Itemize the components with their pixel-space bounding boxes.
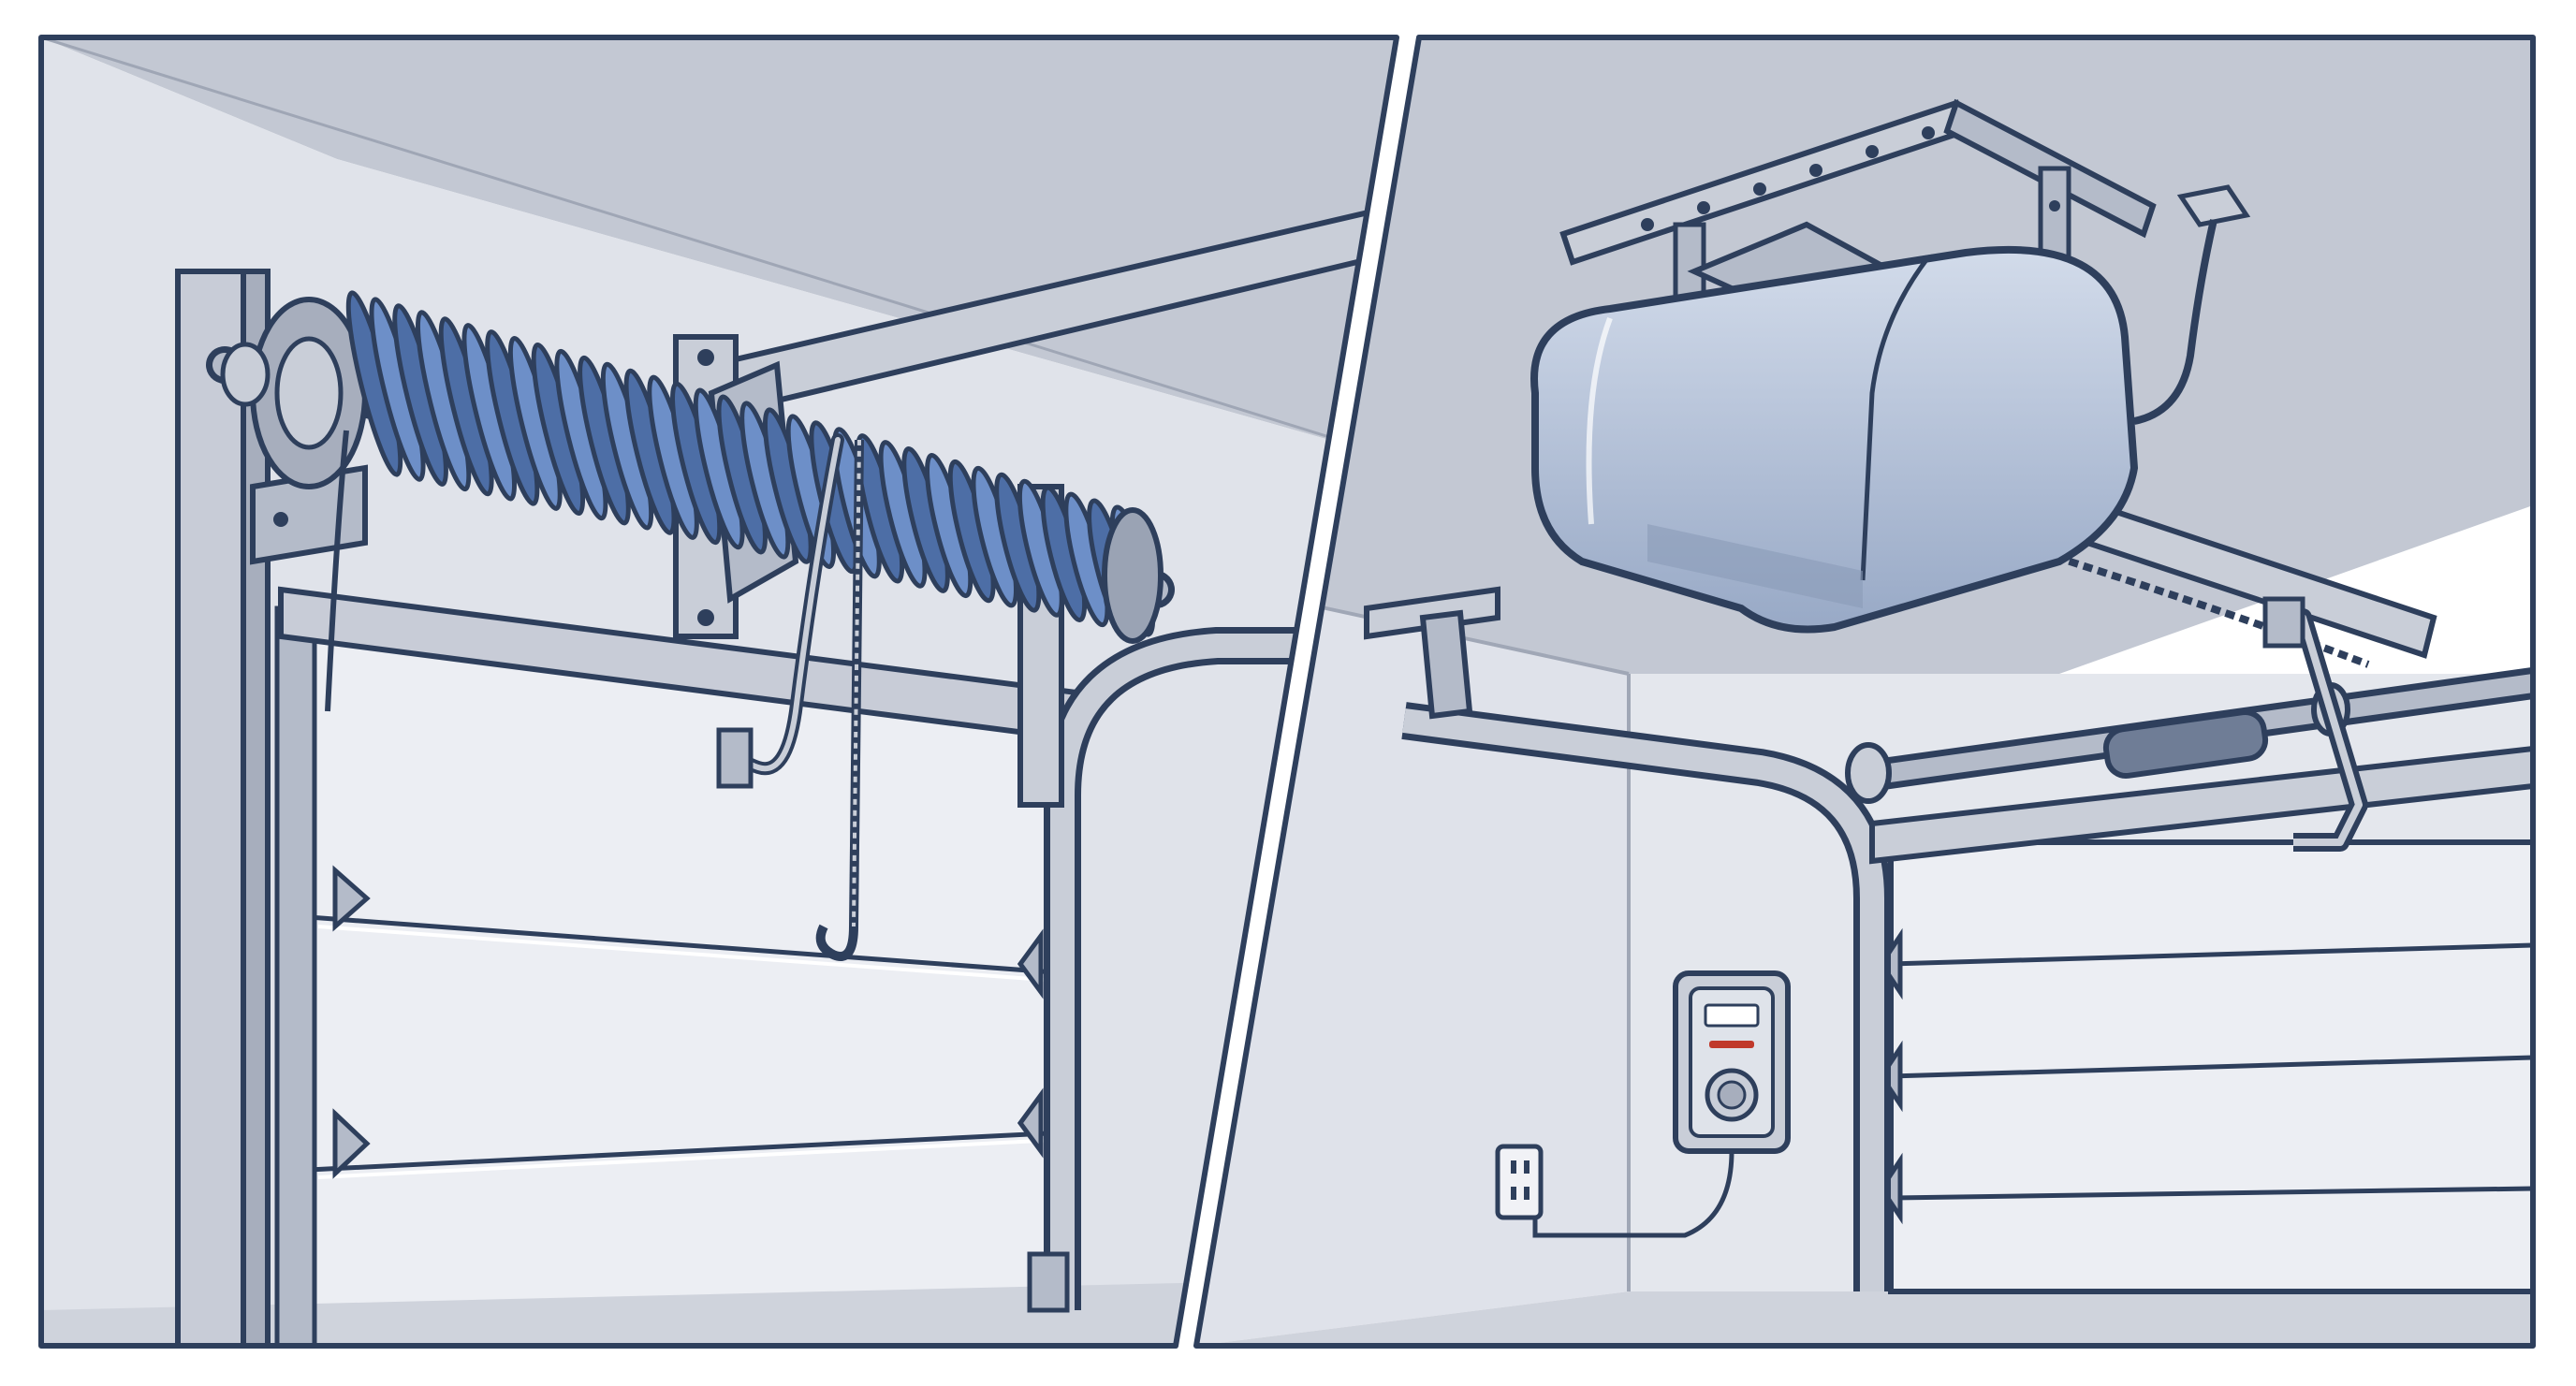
- right-panel-door-opener: [1196, 37, 2533, 1346]
- right-panel-frame: [1193, 35, 2536, 1349]
- ceiling: [41, 37, 1397, 440]
- header-rail: [1869, 745, 2533, 865]
- wall-bracket: [1364, 586, 1500, 720]
- pull-rope: [815, 439, 864, 961]
- cable-drum: [220, 297, 368, 489]
- ceiling-outlet: [2133, 184, 2251, 425]
- floor: [1196, 1291, 2533, 1346]
- torsion-spring: [345, 290, 1164, 644]
- lift-cable: [325, 430, 349, 712]
- floor: [41, 1282, 1217, 1346]
- spring-end-cone: [1102, 507, 1164, 644]
- wall-outlet: [1495, 1144, 1544, 1220]
- garage-door: [1878, 839, 2533, 1294]
- torsion-shaft: [1845, 667, 2533, 804]
- garage-door-opener-motor: [1530, 221, 2139, 634]
- wall-control-panel: [1532, 970, 1791, 1238]
- left-panel-frame: [38, 35, 1399, 1349]
- left-panel-torsion-spring: [41, 37, 1397, 1346]
- curved-track: [1401, 702, 1891, 1291]
- garage-door: [306, 605, 1070, 1313]
- opener-rail: [2027, 483, 2437, 852]
- spring-winding-hook: [716, 433, 844, 789]
